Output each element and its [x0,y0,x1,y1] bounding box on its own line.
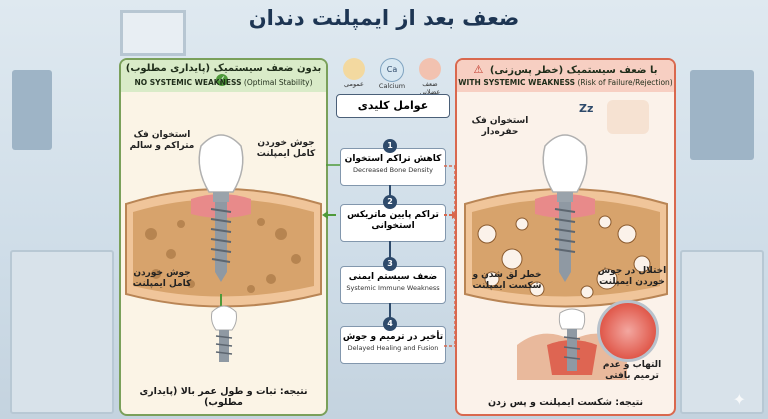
magnifier-icon [597,300,659,362]
step-4-number: 4 [383,317,397,331]
arrow-3-4 [389,303,391,321]
calcium-item: Ca Calcium [374,58,410,90]
check-icon: ✓ [216,74,228,86]
step-3-number: 3 [383,257,397,271]
step-1-number: 1 [383,139,397,153]
no-weakness-header: بدون ضعف سیستمیک (پایداری مطلوب) ✓ NO SY… [121,60,326,92]
step-1-en: Decreased Bone Density [353,166,433,174]
header-en-bold-right: WITH SYSTEMIC WEAKNESS [458,78,576,87]
step-1-fa: کاهش تراکم استخوان [344,154,442,164]
step-3-box: 3 ضعف سیستم ایمنی Systemic Immune Weakne… [340,257,446,304]
step-2-number: 2 [383,195,397,209]
step-2-fa: تراکم پایین ماتریکس استخوانی [347,210,439,231]
background-xray-board [12,70,52,150]
step-4-en: Delayed Healing and Fusion [347,344,439,352]
muscle-weakness-icon [419,58,441,80]
header-en-bold: NO SYSTEMIC WEAKNESS [134,78,242,87]
implant-screw-weak [554,202,576,282]
general-caption: عمومی [344,80,364,88]
warning-icon: ⚠ [473,63,484,76]
background-window-left [120,10,186,56]
label-inflammation: التهاب و عدم ترمیم بافتی [602,360,662,381]
step-3-en: Systemic Immune Weakness [346,284,440,292]
sparkle-icon: ✦ [732,390,746,409]
step-3-fa: ضعف سیستم ایمنی [348,272,438,282]
header-fa-text: بدون ضعف سیستمیک (پایداری مطلوب) [125,63,322,74]
label-loosening-risk: خطر لق شدن و شکست ایمپلنت [472,270,542,291]
implant-screw [210,202,232,282]
key-factors-title: عوامل کلیدی [336,94,450,118]
small-implant-icon [211,305,237,362]
muscle-item: ضعف عضلانی [412,58,448,96]
step-4-box: 4 تأخیر در ترمیم و جوش Delayed Healing a… [340,317,446,364]
general-weakness-icon [343,58,365,80]
label-fusion-disorder: اختلال در جوش خوردن ایمپلنت [597,266,667,287]
background-xray-board-right [690,70,754,160]
key-factors-column: عمومی Ca Calcium ضعف عضلانی عوامل کلیدی … [336,58,450,412]
general-item: عمومی [336,58,372,88]
muscle-caption: ضعف عضلانی [419,80,441,96]
factor-icons: عمومی Ca Calcium ضعف عضلانی [336,58,448,96]
left-conclusion: نتیجه: ثبات و طول عمر بالا (پایداری مطلو… [139,386,308,408]
header-en-rest-right: (Risk of Failure/Rejection) [577,78,673,87]
step-4-fa: تأخیر در ترمیم و جوش [342,332,444,342]
weak-jaw-illustration [464,134,668,308]
page-title: ضعف بعد از ایمپلنت دندان [248,6,520,30]
header-en-rest: (Optimal Stability) [243,78,313,87]
with-weakness-panel: با ضعف سیستمیک (خطر پس‌زنی) ⚠ WITH SYSTE… [455,58,676,416]
right-conclusion: نتیجه: شکست ایمپلنت و پس زدن [487,397,644,408]
sleep-zz: Zz [579,102,594,115]
label-porous-bone: استخوان فک حفره‌دار [471,116,529,137]
with-weakness-header: با ضعف سیستمیک (خطر پس‌زنی) ⚠ WITH SYSTE… [457,60,674,92]
background-cabinet-right [680,250,764,414]
tired-person-icon [607,100,649,134]
no-weakness-panel: بدون ضعف سیستمیک (پایداری مطلوب) ✓ NO SY… [119,58,328,416]
calcium-icon: Ca [380,58,404,82]
label-full-fusion-top: جوش خوردن کامل ایمپلنت [256,138,316,159]
background-cabinet-left [10,250,114,414]
label-dense-bone: استخوان فک متراکم و سالم [129,130,195,151]
healthy-jaw-illustration [125,134,322,322]
label-full-fusion-bottom: جوش خوردن کامل ایمپلنت [132,268,192,289]
step-1-box: 1 کاهش تراکم استخوان Decreased Bone Dens… [340,139,446,186]
arrow-1-2 [389,185,391,197]
calcium-caption: Calcium [378,82,406,90]
step-2-box: 2 تراکم پایین ماتریکس استخوانی [340,195,446,242]
header-fa-text-right: با ضعف سیستمیک (خطر پس‌زنی) [489,65,658,76]
arrow-2-3 [389,241,391,259]
